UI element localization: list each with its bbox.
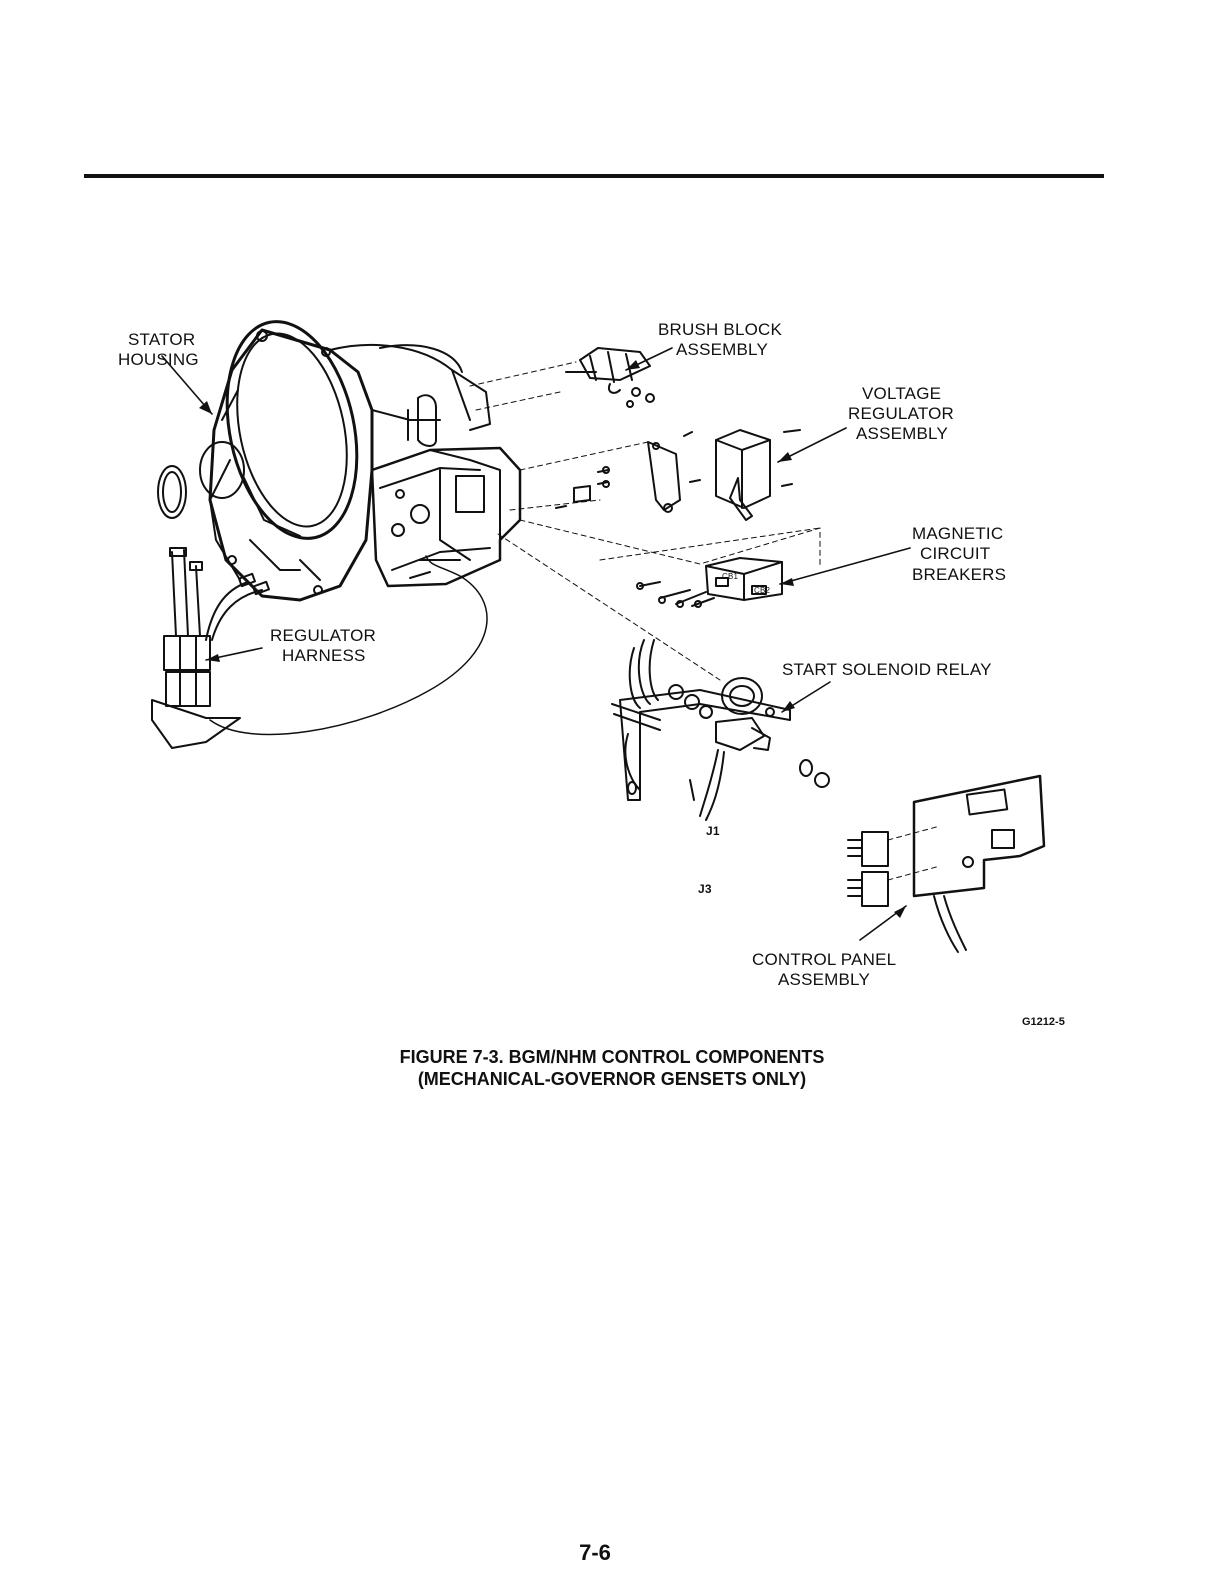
label-brush-block-2: ASSEMBLY [676,340,768,359]
label-cb1: CB1 [722,572,738,581]
label-j1: J1 [706,822,720,841]
label-cb2: CB2 [754,586,770,595]
regulator-harness [152,548,269,748]
control-box-frame [372,448,520,586]
label-voltage-regulator-1: VOLTAGE [862,384,941,403]
label-magnetic-breakers-1: MAGNETIC [912,524,1003,543]
figure-caption: FIGURE 7-3. BGM/NHM CONTROL COMPONENTS (… [312,1046,912,1090]
leader-magnetic-breakers [780,548,910,584]
label-brush-block-1: BRUSH BLOCK [658,320,782,339]
label-stator-housing-2: HOUSING [118,350,199,369]
o-ring [158,442,244,518]
label-control-panel-2: ASSEMBLY [778,970,870,989]
arrowhead-voltage-regulator [778,452,792,462]
explode-line-brush-block-lower [476,392,560,410]
label-magnetic-breakers-3: BREAKERS [912,565,1006,584]
label-regulator-harness-2: HARNESS [282,646,366,665]
explode-line-regulator [520,442,648,470]
explode-line-brush-block [470,362,576,386]
explode-line-solenoid [498,534,720,680]
label-j3: J3 [698,880,712,899]
arrowhead-stator-housing [199,401,212,414]
figure-code: G1212-5 [1022,1016,1065,1028]
label-control-panel-1: CONTROL PANEL [752,950,896,969]
control-panel [848,776,1044,952]
label-voltage-regulator-3: ASSEMBLY [856,424,948,443]
figure-caption-line-2: (MECHANICAL-GOVERNOR GENSETS ONLY) [312,1068,912,1090]
label-regulator-harness-1: REGULATOR [270,626,376,645]
label-start-solenoid: START SOLENOID RELAY [782,660,992,679]
voltage-regulator [556,430,800,520]
explode-line-regulator-lower [510,500,600,510]
label-magnetic-breakers-2: CIRCUIT [920,544,990,563]
magnetic-circuit-breakers [637,558,782,607]
arrowhead-control-panel [894,906,906,918]
page-number: 7-6 [560,1540,630,1566]
explode-line-breakers-box [600,528,820,560]
label-voltage-regulator-2: REGULATOR [848,404,954,423]
label-stator-housing-1: STATOR [128,330,195,349]
arrowhead-regulator-harness [206,654,220,662]
brush-block [566,348,654,407]
figure-caption-line-1: FIGURE 7-3. BGM/NHM CONTROL COMPONENTS [312,1046,912,1068]
